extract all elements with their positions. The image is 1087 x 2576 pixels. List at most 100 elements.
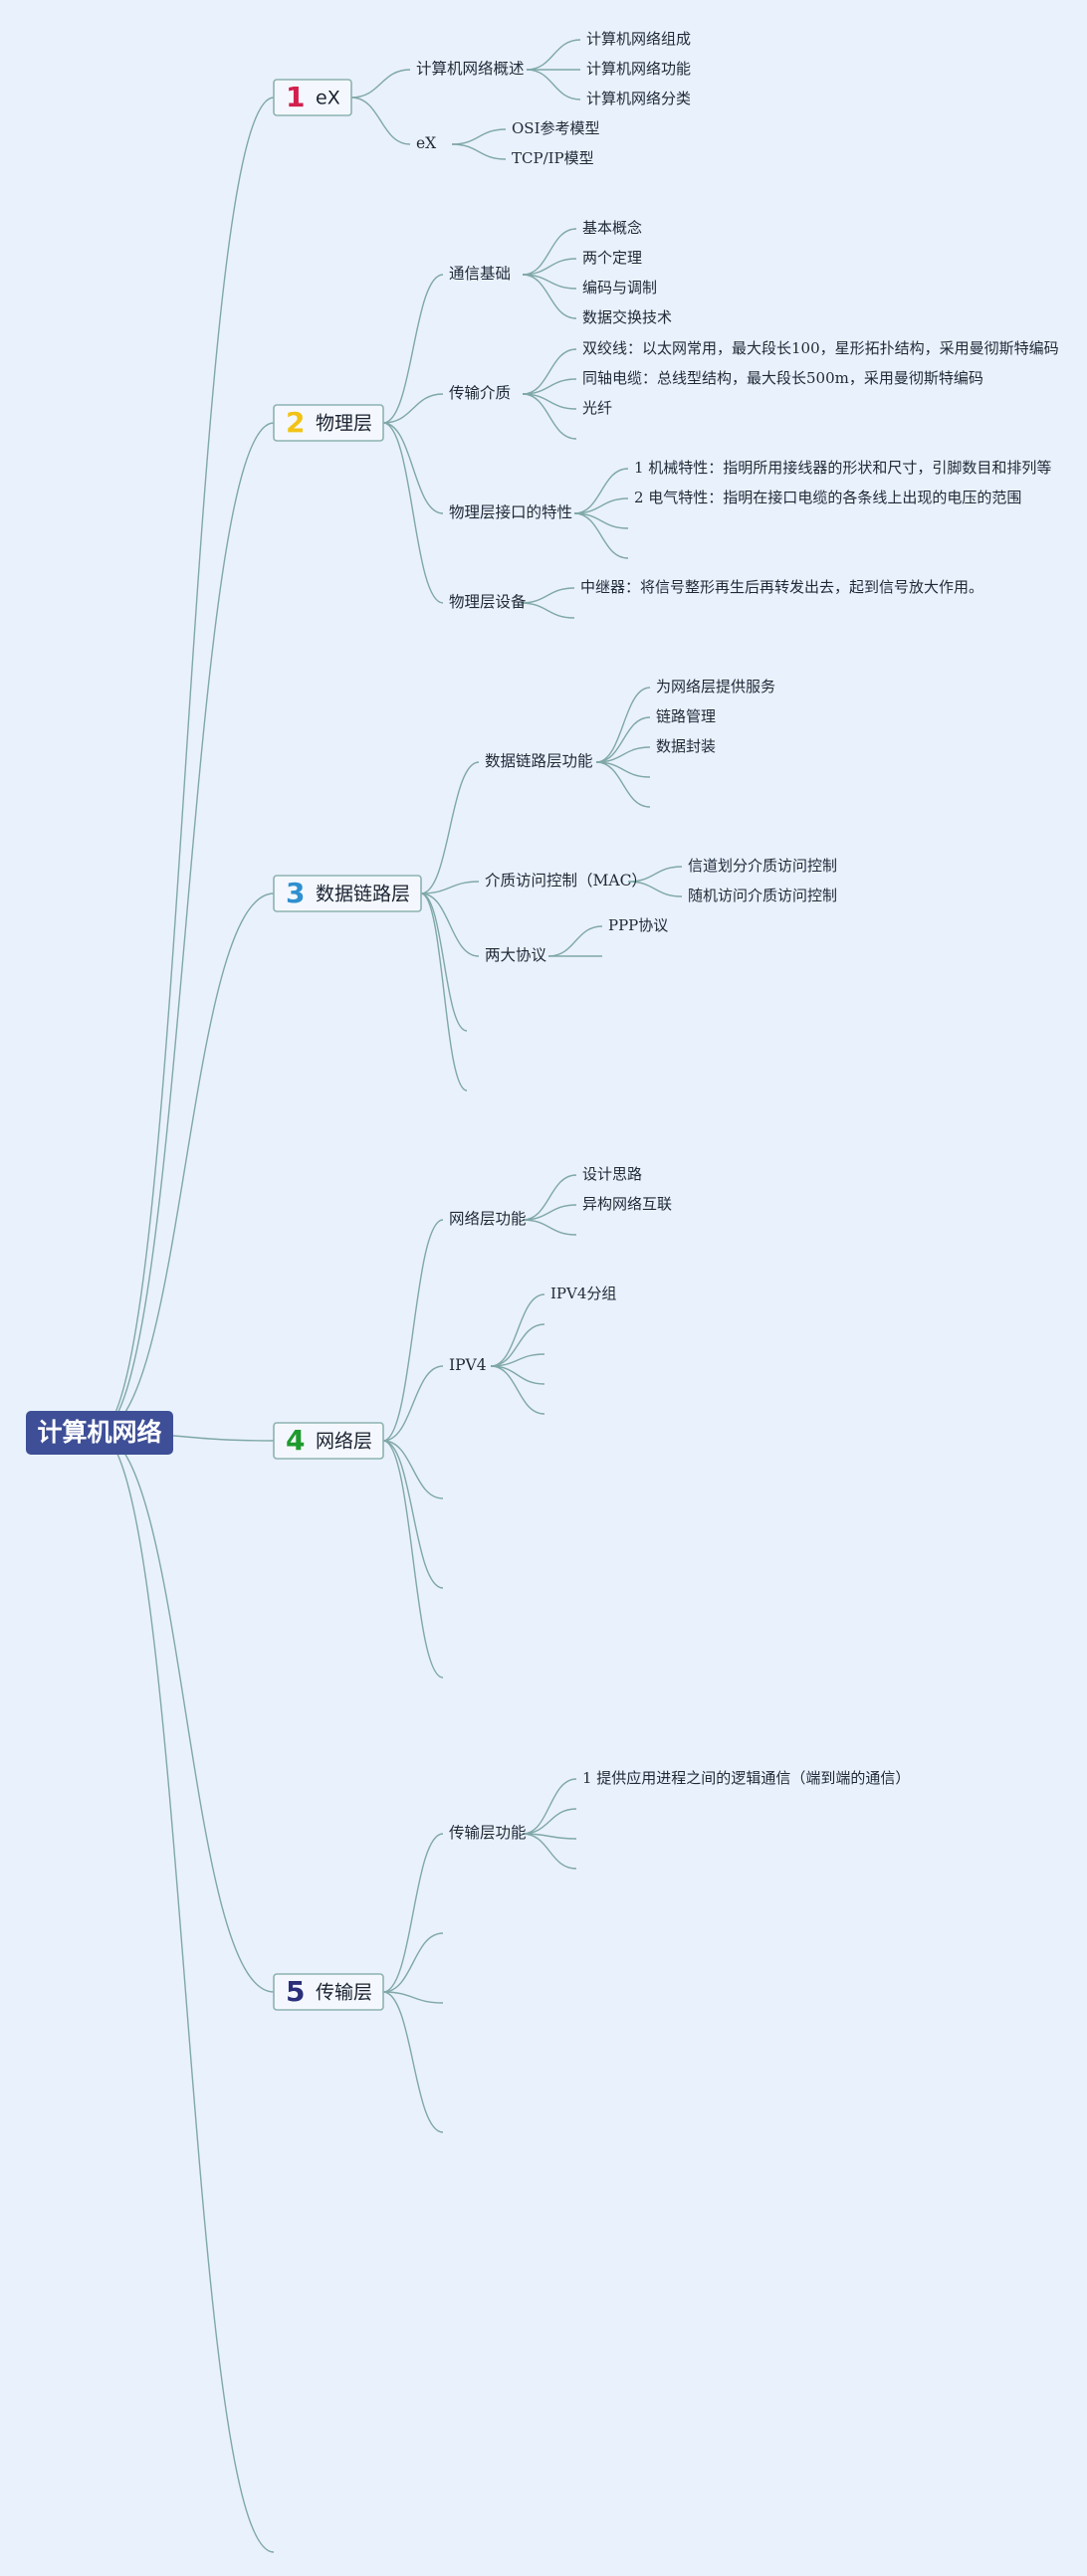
leaf-connector	[490, 1323, 545, 1367]
branch-box	[273, 1422, 384, 1460]
leaf-label: 为网络层提供服务	[656, 678, 775, 695]
leaf-connector	[490, 1365, 545, 1385]
root-connector	[97, 422, 275, 1434]
leaf-connector	[451, 128, 507, 145]
leaf-connector	[490, 1293, 545, 1367]
leaf-connector	[522, 393, 577, 440]
branch-connector	[382, 1365, 444, 1442]
topic-label: 介质访问控制（MAC）	[485, 872, 647, 890]
leaf-connector	[451, 143, 507, 160]
leaf-connector	[573, 512, 629, 559]
leaf-connector	[627, 866, 683, 883]
branch-box	[273, 1973, 384, 2011]
leaf-connector	[526, 69, 581, 100]
leaf-label: 链路管理	[656, 707, 716, 725]
leaf-connector	[522, 348, 577, 395]
leaf-connector	[627, 881, 683, 897]
leaf-label: 中继器：将信号整形再生后再转发出去，起到信号放大作用。	[580, 578, 983, 596]
leaf-connector	[522, 1174, 577, 1221]
leaf-label: 1 机械特性：指明所用接线器的形状和尺寸，引脚数目和排列等	[634, 459, 1051, 477]
branch-label: 数据链路层	[316, 884, 410, 905]
branch-box	[273, 404, 384, 442]
root-connector	[97, 97, 275, 1434]
leaf-label: IPV4分组	[550, 1285, 616, 1302]
branch-node[interactable]: 4 网络层	[273, 1422, 384, 1460]
leaf-connector	[520, 602, 575, 619]
branch-node[interactable]: 1 eX	[273, 79, 352, 116]
branch-number: 1	[286, 81, 305, 113]
leaf-label: 异构网络互联	[582, 1195, 672, 1213]
leaf-connector	[573, 497, 629, 514]
leaf-connector	[490, 1353, 545, 1367]
branch-number: 4	[286, 1424, 305, 1457]
leaf-connector	[522, 1778, 577, 1835]
root-connector-trailing	[97, 1432, 275, 2553]
branch-connector	[382, 422, 444, 514]
branch-connector	[420, 761, 480, 894]
branch-connector	[382, 1219, 444, 1442]
branch-connector	[420, 892, 468, 1032]
leaf-label: 同轴电缆：总线型结构，最大段长500m，采用曼彻斯特编码	[582, 369, 983, 387]
branch-connector	[382, 1833, 444, 1993]
root-connector	[97, 1432, 275, 1993]
branch-label: 物理层	[316, 413, 372, 435]
leaf-label: PPP协议	[608, 916, 668, 934]
leaf-label: 随机访问介质访问控制	[688, 887, 837, 904]
leaf-connector	[595, 687, 651, 763]
leaf-label: 数据封装	[656, 737, 716, 755]
branch-box	[273, 875, 422, 912]
branch-node[interactable]: 3 数据链路层	[273, 875, 422, 912]
topic-label: 两大协议	[485, 946, 547, 964]
branch-number: 5	[286, 1975, 305, 2008]
topic-label: 计算机网络概述	[416, 59, 525, 78]
branch-connector	[350, 69, 411, 99]
leaf-connector	[595, 716, 651, 763]
branch-connector	[420, 892, 468, 1091]
leaf-label: 两个定理	[582, 249, 642, 267]
topic-label: 传输层功能	[449, 1824, 527, 1842]
leaf-label: 计算机网络分类	[586, 90, 691, 107]
branch-number: 2	[286, 406, 305, 439]
branch-connector	[382, 1932, 444, 1993]
branch-label: 网络层	[316, 1431, 372, 1453]
branch-connector	[382, 422, 444, 604]
leaf-connector	[595, 746, 651, 763]
root-box	[26, 1411, 173, 1455]
branch-number: 3	[286, 877, 305, 909]
topic-label: 物理层接口的特性	[449, 503, 572, 521]
leaf-label: TCP/IP模型	[512, 149, 594, 167]
leaf-connector	[522, 1219, 577, 1236]
leaf-label: 数据交换技术	[582, 308, 672, 326]
root-node[interactable]: 计算机网络	[26, 1411, 173, 1455]
leaf-label: 基本概念	[582, 219, 642, 237]
branch-connector	[382, 393, 444, 424]
leaf-label: 计算机网络功能	[586, 60, 691, 78]
leaf-connector	[522, 1204, 577, 1221]
topic-label: IPV4	[449, 1356, 487, 1374]
root-label: 计算机网络	[37, 1418, 161, 1447]
leaf-label: 1 提供应用进程之间的逻辑通信（端到端的通信）	[582, 1769, 910, 1787]
branch-connector	[382, 1440, 444, 1679]
branch-connector	[382, 1440, 444, 1589]
leaf-connector	[522, 274, 577, 319]
topic-label: eX	[416, 134, 436, 152]
leaf-label: 信道划分介质访问控制	[688, 857, 837, 875]
leaf-connector	[490, 1365, 545, 1415]
branch-connector	[420, 881, 480, 894]
topic-label: 物理层设备	[449, 593, 527, 611]
connector-lines	[97, 39, 683, 2553]
leaf-label: 计算机网络组成	[586, 30, 691, 48]
leaf-connector	[595, 761, 651, 808]
leaf-label: 设计思路	[582, 1165, 642, 1183]
branch-label: eX	[316, 88, 340, 109]
leaf-label: 编码与调制	[582, 279, 657, 297]
leaf-connector	[522, 378, 577, 395]
leaf-label: 2 电气特性：指明在接口电缆的各条线上出现的电压的范围	[634, 489, 1021, 506]
branch-connector	[382, 1440, 444, 1499]
leaf-connector	[522, 1808, 577, 1835]
branch-node[interactable]: 2 物理层	[273, 404, 384, 442]
leaf-connector	[522, 258, 577, 276]
leaf-label: 双绞线：以太网常用，最大段长100，星形拓扑结构，采用曼彻斯特编码	[582, 339, 1059, 357]
